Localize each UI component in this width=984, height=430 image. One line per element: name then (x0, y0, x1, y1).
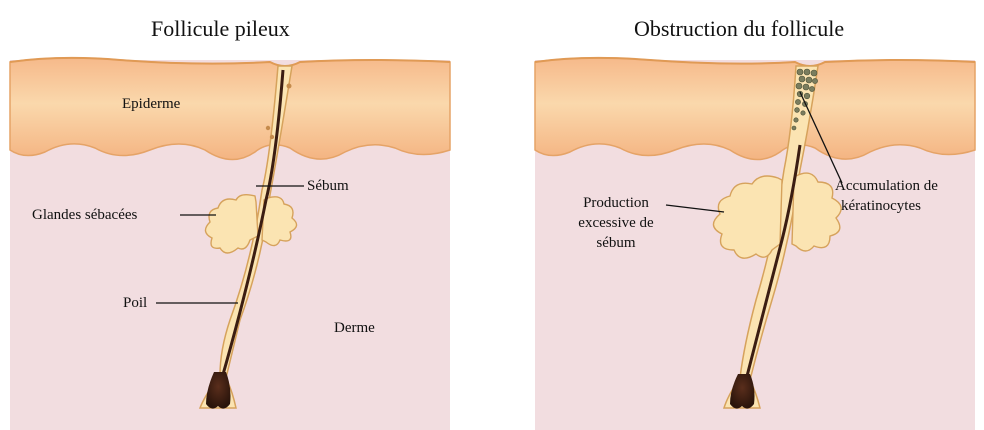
accumulation-line-2: kératinocytes (835, 196, 938, 216)
right-panel-title: Obstruction du follicule (634, 16, 844, 42)
left-sebum-dot (266, 126, 270, 130)
left-panel-illustration (10, 58, 450, 430)
production-line-3: sébum (566, 233, 666, 253)
accumulation-line-1: Accumulation de (835, 176, 938, 196)
label-glandes-sebacees: Glandes sébacées (32, 205, 137, 225)
label-accumulation-keratinocytes: Accumulation de kératinocytes (835, 176, 938, 216)
label-production-excessive: Production excessive de sébum (566, 193, 666, 253)
label-sebum: Sébum (307, 176, 349, 196)
label-epiderme: Epiderme (122, 94, 180, 114)
left-sebum-dot (270, 135, 274, 139)
label-derme: Derme (334, 318, 375, 338)
left-panel-title: Follicule pileux (151, 16, 290, 42)
left-sebum-dot (287, 84, 292, 89)
right-epidermis (535, 58, 975, 160)
label-poil: Poil (123, 293, 147, 313)
left-epidermis (10, 58, 450, 160)
production-line-1: Production (566, 193, 666, 213)
production-line-2: excessive de (566, 213, 666, 233)
